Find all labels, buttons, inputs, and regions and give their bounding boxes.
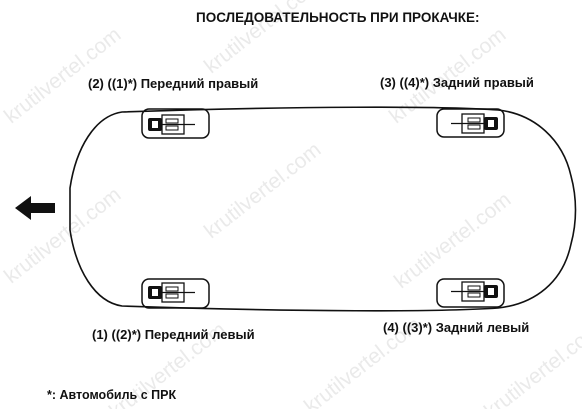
footnote: *: Автомобиль с ПРК <box>47 388 177 402</box>
brake-caliper-icon <box>148 282 195 303</box>
label-rear-right: (3) ((4)*) Задний правый <box>380 75 534 90</box>
wheel-well-rear-right <box>436 108 505 138</box>
brake-caliper-icon <box>451 281 498 302</box>
wheel-well-front-right <box>141 108 210 139</box>
label-front-right: (2) ((1)*) Передний правый <box>88 76 259 91</box>
wheel-well-rear-left <box>436 278 505 308</box>
label-front-left: (1) ((2)*) Передний левый <box>92 327 255 342</box>
diagram-title: ПОСЛЕДОВАТЕЛЬНОСТЬ ПРИ ПРОКАЧКЕ: <box>196 10 480 25</box>
arrow-left-icon <box>15 196 55 220</box>
wheel-well-front-left <box>141 278 210 309</box>
brake-caliper-icon <box>148 114 195 135</box>
brake-caliper-icon <box>451 113 498 134</box>
label-rear-left: (4) ((3)*) Задний левый <box>383 320 530 335</box>
